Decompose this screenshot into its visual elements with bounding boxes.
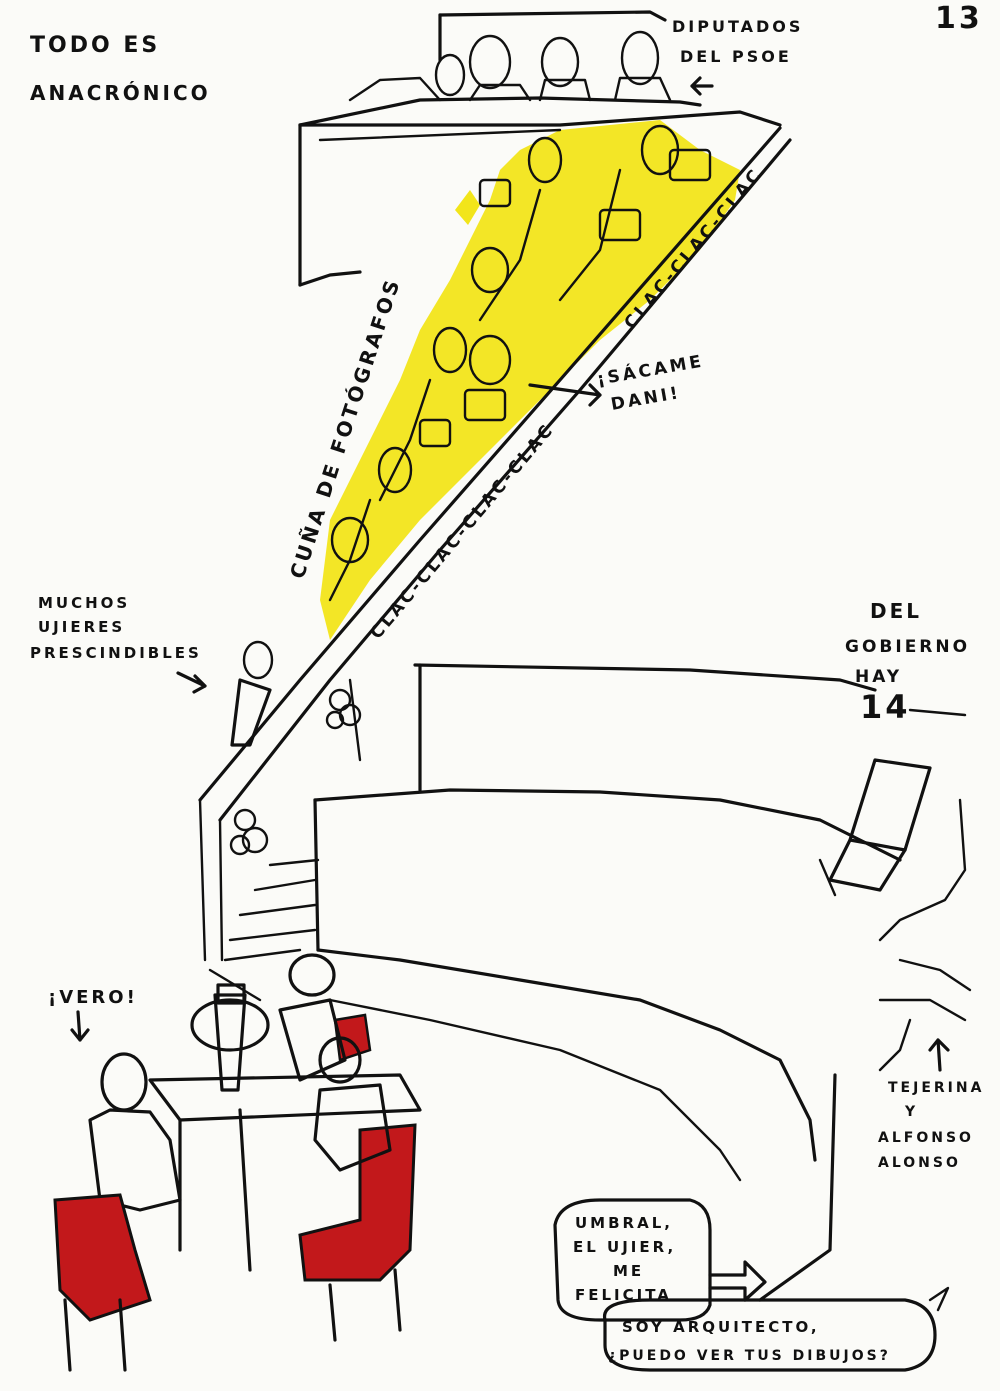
label-anacronico: ANACRÓNICO [30,81,211,105]
label-ujieres-2: UJIERES [38,618,125,636]
label-vero: ¡VERO! [48,987,138,1008]
label-sacame-1: ¡SÁCAME [595,349,706,389]
label-gobierno-count: 14 [860,688,911,726]
label-diputados-1: DIPUTADOS [672,17,803,36]
umbral-line-4: FELICITA [575,1286,672,1304]
label-tejerina-4: ALONSO [878,1155,961,1171]
yellow-splash [455,190,480,225]
umbral-bubble [553,1198,767,1322]
arquitecto-line-2: ¿PUEDO VER TUS DIBUJOS? [608,1348,891,1364]
tejerina-alonso-figures [878,798,972,1072]
label-todo-es: TODO ES [30,33,160,58]
arquitecto-line-1: SOY ARQUITECTO, [622,1318,820,1336]
photographers-figures [328,124,712,602]
stairs [208,858,320,1002]
label-ujieres-1: MUCHOS [38,594,130,612]
umbral-line-2: EL UJIER, [573,1238,676,1256]
label-diputados-2: DEL PSOE [680,47,792,66]
ujier-figure [230,640,274,747]
government-bench [313,663,967,1302]
label-ujieres-3: PRESCINDIBLES [30,644,202,662]
arrows [70,76,950,1072]
label-gobierno-3: HAY [855,667,902,687]
label-tejerina-2: Y [904,1104,918,1120]
photographers-yellow-wedge [320,120,740,640]
red-chair-left [53,1193,152,1372]
label-tejerina-1: TEJERINA [888,1080,984,1096]
stenographers-table [148,983,422,1272]
seated-figures [278,953,392,1172]
umbral-line-3: ME [613,1262,644,1280]
vero-figure [88,1052,182,1212]
railing-ornaments [229,688,362,856]
label-tejerina-3: ALFONSO [878,1130,974,1146]
red-chair-right [298,1123,417,1342]
arquitecto-bubble [603,1286,950,1372]
umbral-line-1: UMBRAL, [575,1214,673,1232]
diputados-heads [348,30,672,102]
label-gobierno-2: GOBIERNO [845,637,970,657]
page-number: 13 [935,1,983,36]
label-gobierno-1: DEL [870,599,922,623]
empty-chair [818,758,932,897]
diagonal-parapet [198,126,792,962]
label-sacame-2: DANI! [609,383,682,415]
